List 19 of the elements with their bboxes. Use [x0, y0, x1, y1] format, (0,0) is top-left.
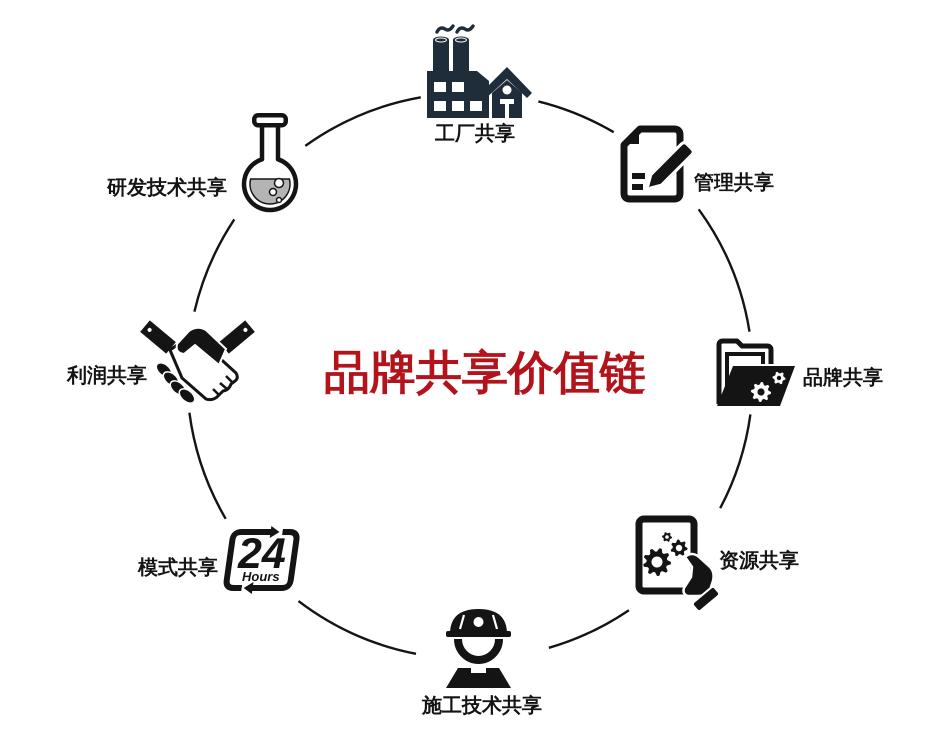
ring-arc [719, 414, 752, 509]
ring-arc [298, 600, 416, 655]
icon-label: 资源共享 [719, 549, 799, 571]
ring-arc [538, 100, 614, 134]
ring-arc [193, 218, 236, 312]
icon-label: 管理共享 [694, 171, 774, 193]
icon-number: 24 [238, 538, 286, 570]
icon-label: 施工技术共享 [422, 694, 542, 716]
icon-label: 工厂共享 [435, 122, 515, 144]
title: 品牌共享价值链 [324, 346, 646, 398]
icon-label: 品牌共享 [803, 366, 883, 388]
ring-arc [188, 412, 227, 520]
icon-label: 研发技术共享 [107, 176, 227, 198]
icon-caption: Hours [242, 570, 280, 582]
ring-arc [698, 208, 751, 332]
icon-label: 利润共享 [67, 364, 147, 386]
ring-arc [548, 609, 630, 649]
icon-label: 模式共享 [138, 556, 218, 578]
ring-arc [304, 96, 422, 147]
